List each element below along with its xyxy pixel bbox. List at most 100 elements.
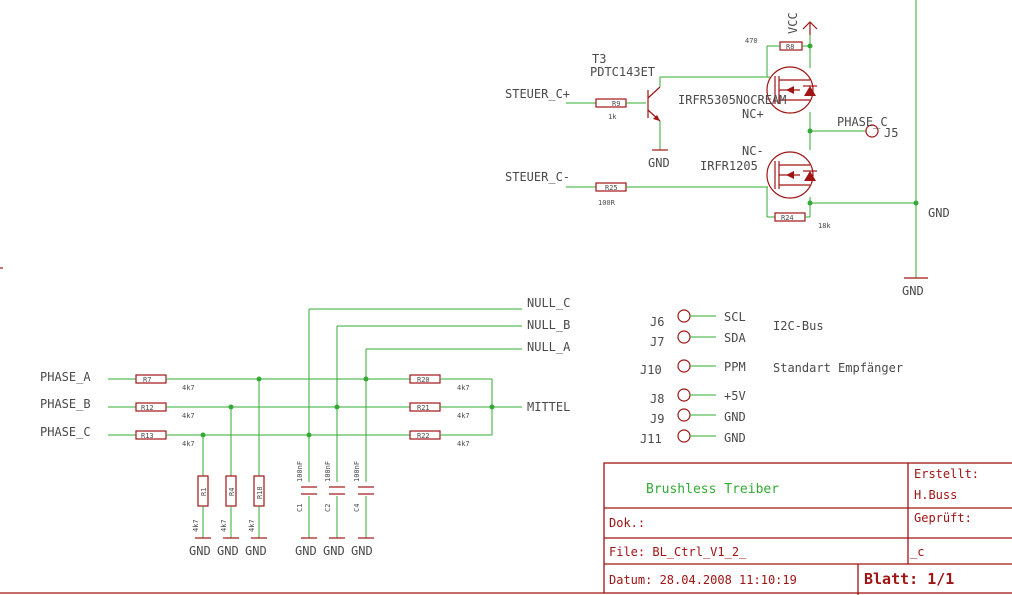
upper-mosfet-symbol (766, 66, 814, 114)
j5-label: J5 (884, 126, 898, 140)
title-block: Brushless Treiber Erstellt: H.Buss Geprü… (0, 462, 1012, 595)
r7-value: 4k7 (182, 384, 195, 392)
j9-label: J9 (650, 412, 664, 426)
r24-value: 18k (818, 222, 831, 230)
phase-c-net-label: PHASE_C (837, 115, 888, 129)
vcc-arrow-symbol (802, 21, 818, 35)
datum-label: Datum: 28.04.2008 11:10:19 (609, 573, 797, 587)
r18-name: R18 (256, 486, 264, 499)
r8-value: 470 (745, 37, 758, 45)
steuer-c-plus-label: STEUER_C+ (505, 87, 570, 101)
t3-name: T3 (592, 52, 606, 66)
power-stage: VCC R8 470 T3 PDTC143ET GND STEUER_C+ R9… (505, 0, 950, 298)
j9-pad (677, 408, 691, 422)
t3-gnd-label: GND (648, 156, 670, 170)
r9-name: R9 (612, 100, 620, 108)
r22-name: R22 (417, 432, 430, 440)
i2c-bus-label: I2C-Bus (773, 319, 824, 333)
r25-name: R25 (605, 184, 618, 192)
j6-label: J6 (650, 315, 664, 329)
j11-pad (677, 429, 691, 443)
mittel-label: MITTEL (527, 400, 570, 414)
lower-mosfet-symbol (766, 151, 814, 199)
r20-name: R20 (417, 376, 430, 384)
phase-c-label: PHASE_C (40, 425, 91, 439)
r18-value: 4k7 (248, 519, 256, 532)
c4-value: 100nF (353, 461, 361, 482)
upper-fet-label: IRFR5305NOCREAM (678, 93, 786, 107)
r7-name: R7 (143, 376, 151, 384)
r22-value: 4k7 (457, 440, 470, 448)
title-text: Brushless Treiber (646, 482, 779, 497)
r12-value: 4k7 (182, 412, 195, 420)
vcc-label: VCC (786, 12, 800, 34)
r1-name: R1 (200, 488, 208, 496)
r21-name: R21 (417, 404, 430, 412)
j9-gnd-label: GND (724, 410, 746, 424)
gnd-rail-label: GND (928, 206, 950, 220)
j6-pad (677, 309, 691, 323)
scl-label: SCL (724, 310, 746, 324)
r20-value: 4k7 (457, 384, 470, 392)
sda-label: SDA (724, 331, 746, 345)
phase-b-label: PHASE_B (40, 397, 91, 411)
p5v-label: +5V (724, 389, 746, 403)
r8-name: R8 (786, 43, 794, 51)
j11-label: J11 (640, 432, 662, 446)
author-text: H.Buss (914, 488, 957, 502)
c4-name: C4 (353, 504, 361, 512)
lower-fet-label: IRFR1205 (700, 159, 758, 173)
suffix-text: _c (910, 545, 924, 559)
r25-value: 100R (598, 199, 616, 207)
erstellt-label: Erstellt: (914, 467, 979, 481)
gnd-bottom-label: GND (902, 284, 924, 298)
gnd-r18-label: GND (245, 544, 267, 558)
r13-name: R13 (141, 432, 154, 440)
gnd-c2-label: GND (323, 544, 345, 558)
null-c-label: NULL_C (527, 296, 570, 310)
steuer-c-minus-label: STEUER_C- (505, 170, 570, 184)
j8-label: J8 (650, 392, 664, 406)
nc-minus-label: NC- (742, 144, 764, 158)
j11-gnd-label: GND (724, 431, 746, 445)
gnd-c1-label: GND (295, 544, 317, 558)
j5-pad (865, 124, 879, 138)
c2-value: 100nF (324, 461, 332, 482)
r24-name: R24 (781, 214, 794, 222)
t3-value: PDTC143ET (590, 65, 655, 79)
dok-label: Dok.: (609, 516, 645, 530)
j7-pad (677, 330, 691, 344)
r4-value: 4k7 (220, 519, 228, 532)
null-b-label: NULL_B (527, 318, 570, 332)
j10-pad (677, 359, 691, 373)
r9-resistor (595, 98, 627, 108)
null-a-label: NULL_A (527, 340, 571, 354)
c1-name: C1 (296, 504, 304, 512)
blatt-label: Blatt: 1/1 (864, 570, 954, 588)
j8-pad (677, 388, 691, 402)
r12-name: R12 (141, 404, 154, 412)
gnd-r1-label: GND (189, 544, 211, 558)
r21-value: 4k7 (457, 412, 470, 420)
gnd-r4-label: GND (217, 544, 239, 558)
j10-label: J10 (640, 363, 662, 377)
c2-capacitor (329, 486, 345, 495)
c1-value: 100nF (296, 461, 304, 482)
ppm-label: PPM (724, 360, 746, 374)
geprueft-label: Geprüft: (914, 511, 972, 525)
r13-value: 4k7 (182, 440, 195, 448)
phase-a-label: PHASE_A (40, 370, 91, 384)
j7-label: J7 (650, 335, 664, 349)
file-label: File: BL_Ctrl_V1_2_ (609, 545, 747, 559)
gnd-c4-label: GND (351, 544, 373, 558)
c4-capacitor (358, 486, 374, 495)
empfaenger-label: Standart Empfänger (773, 361, 903, 375)
r9-value: 1k (608, 113, 617, 121)
r1-value: 4k7 (192, 519, 200, 532)
r4-name: R4 (228, 488, 236, 496)
star-point-network: NULL_C NULL_B NULL_A PHASE_A PHASE_B PHA… (40, 296, 571, 558)
c1-capacitor (301, 486, 317, 495)
nc-plus-label: NC+ (742, 107, 764, 121)
c2-name: C2 (324, 504, 332, 512)
